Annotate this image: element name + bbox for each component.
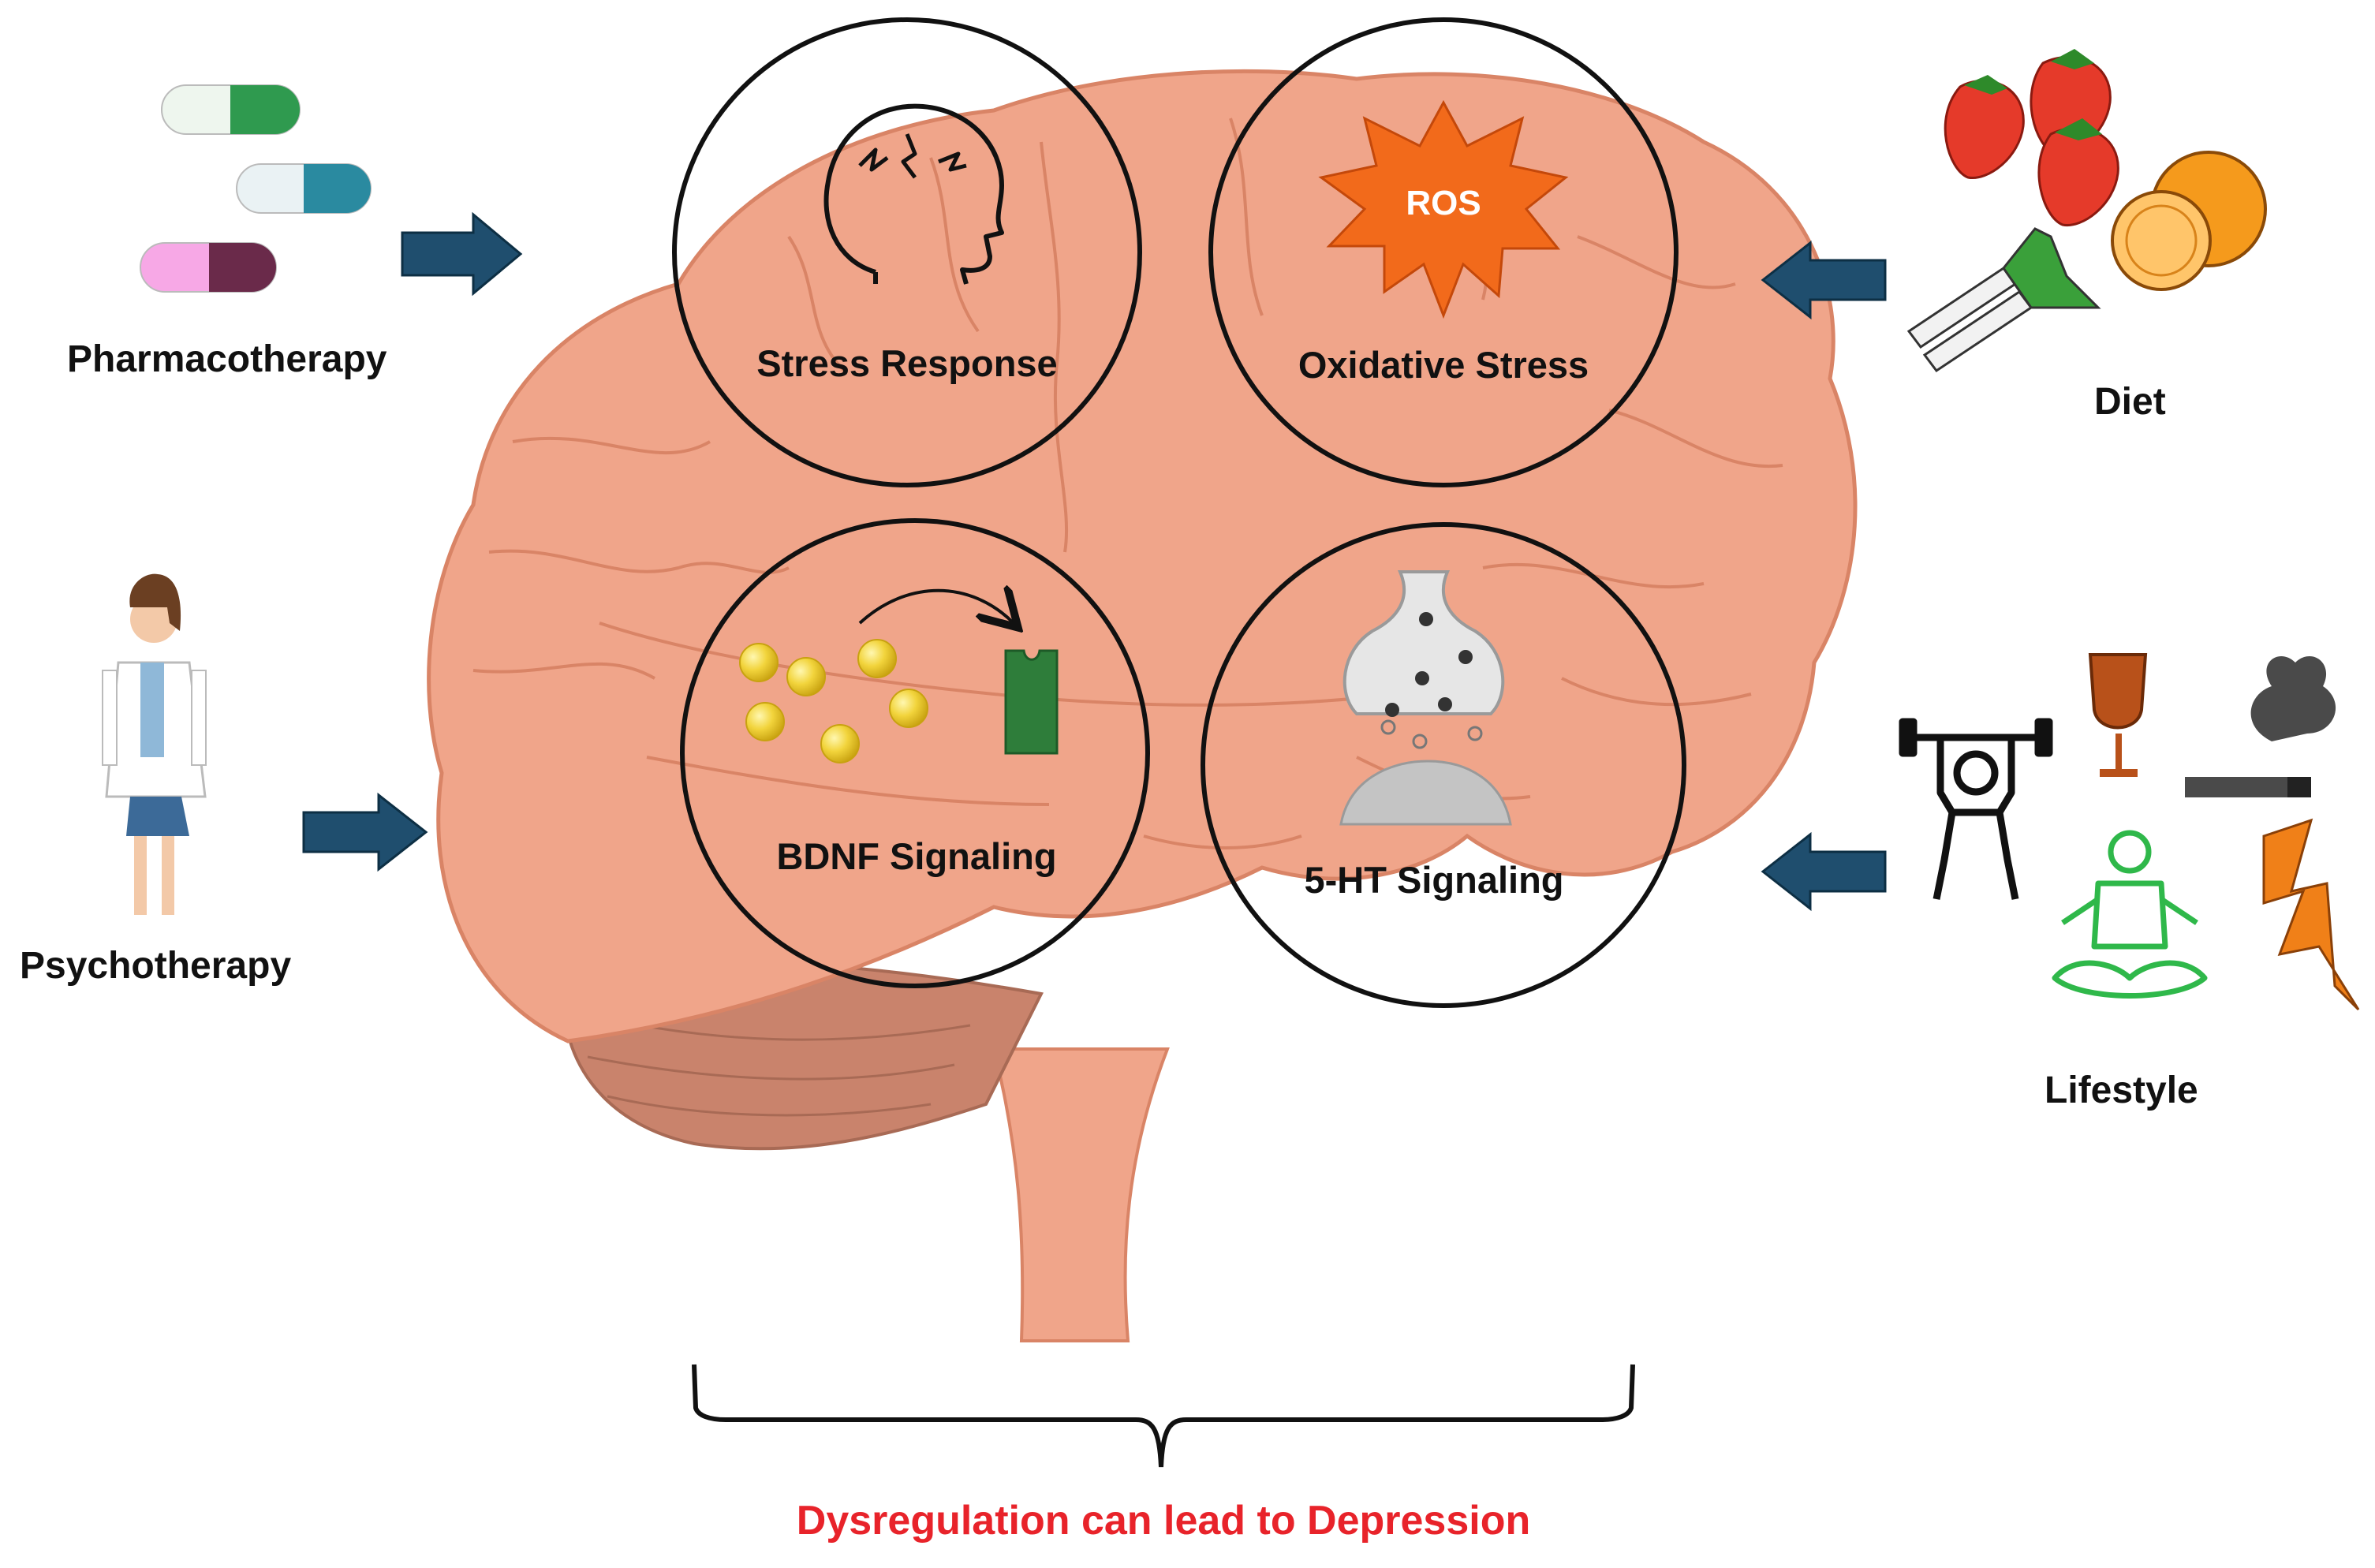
ros-label: ROS (1406, 184, 1481, 222)
meditation-icon (2052, 830, 2208, 999)
diet-arrow (1761, 240, 1887, 320)
trkb-receptor-icon (1004, 649, 1059, 755)
binding-arrow (858, 591, 1014, 623)
lightning-icon (2262, 818, 2360, 1011)
bdnf-signaling-circle (680, 518, 1150, 988)
wine-glass-icon (2088, 653, 2148, 777)
ht-signaling-label: 5-HT Signaling (1304, 859, 1564, 901)
oxidative-stress-label: Oxidative Stress (1298, 344, 1589, 386)
lifestyle-arrow (1761, 831, 1887, 912)
bdnf-molecule-icon (739, 639, 928, 763)
conclusion-label: Dysregulation can lead to Depression (796, 1498, 1531, 1544)
stress-response-circle (672, 17, 1142, 487)
weightlifting-icon (1899, 718, 2053, 900)
fruit-vegetable-icon (1906, 49, 2267, 373)
lifestyle-icons (1899, 653, 2360, 1011)
pharmacotherapy-arrow (401, 211, 523, 297)
brainstem (991, 1047, 1170, 1342)
summary-brace (692, 1364, 1635, 1468)
bdnf-signaling-label: BDNF Signaling (776, 835, 1057, 877)
diet-label: Diet (2094, 381, 2166, 423)
cigarette-icon (2185, 655, 2336, 797)
ht-signaling-circle (1201, 522, 1686, 1008)
synapse-icon (1339, 570, 1512, 826)
brain-sulci (472, 118, 1783, 849)
head-stress-icon (823, 103, 1004, 285)
pharmacotherapy-label: Pharmacotherapy (67, 338, 387, 380)
stress-response-label: Stress Response (756, 342, 1058, 384)
oxidative-stress-circle (1208, 17, 1679, 487)
ros-burst-icon (1318, 99, 1569, 319)
psychotherapy-label: Psychotherapy (20, 945, 292, 987)
capsules-icon (140, 84, 372, 293)
lifestyle-label: Lifestyle (2045, 1070, 2198, 1111)
cerebrum (427, 69, 1858, 1043)
doctor-icon (102, 573, 207, 915)
psychotherapy-arrow (302, 792, 428, 872)
